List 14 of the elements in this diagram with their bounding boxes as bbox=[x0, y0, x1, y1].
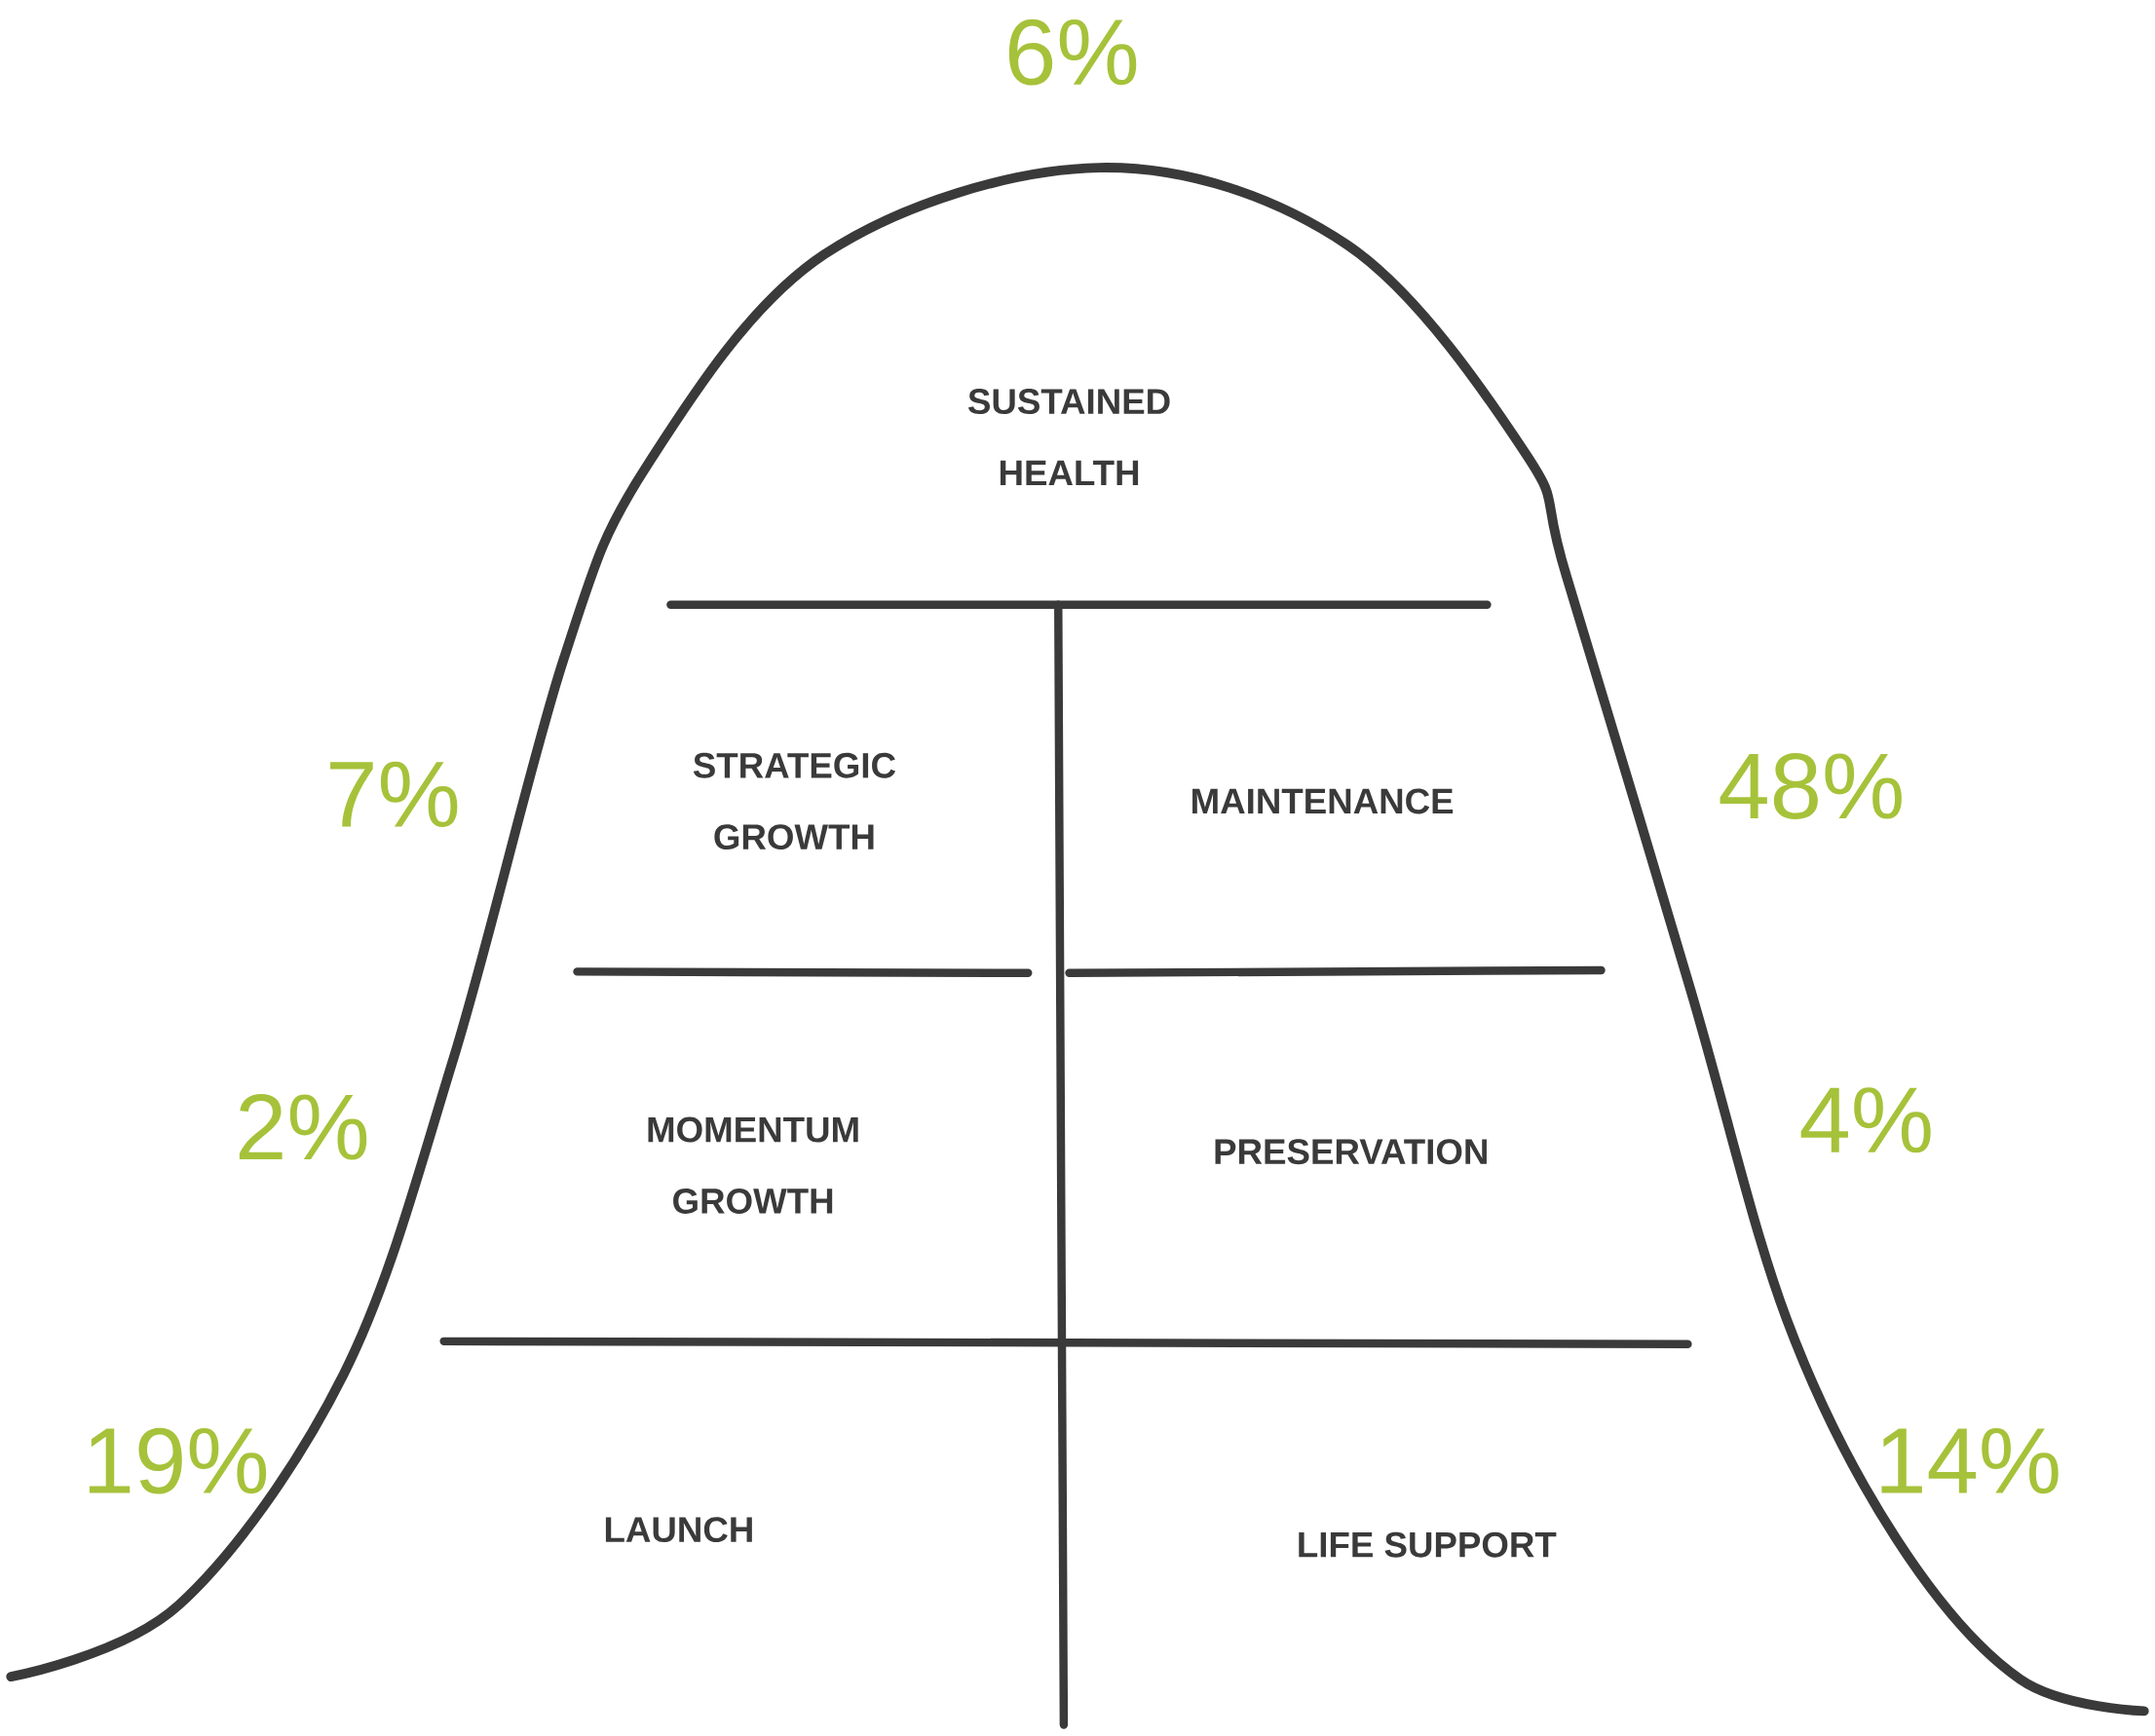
segment-label: MOMENTUM GROWTH bbox=[648, 1116, 858, 1215]
segment-label: PRESERVATION bbox=[1215, 1139, 1487, 1165]
segment-label: MAINTENANCE bbox=[1192, 788, 1454, 814]
segment-label: LIFE SUPPORT bbox=[1299, 1531, 1557, 1558]
segment-label: STRATEGIC GROWTH bbox=[693, 752, 896, 850]
segment-label: LAUNCH bbox=[605, 1517, 752, 1543]
percentage-label: 4% bbox=[1800, 1087, 1931, 1153]
percentage-label: 6% bbox=[1008, 19, 1137, 86]
percentage-label: 14% bbox=[1881, 1428, 2059, 1494]
percentage-label: 19% bbox=[89, 1427, 267, 1494]
segment-label: SUSTAINED HEALTH bbox=[968, 389, 1170, 486]
percentage-label: 2% bbox=[239, 1094, 367, 1160]
percentage-label: 48% bbox=[1720, 753, 1902, 819]
percentage-label: 7% bbox=[330, 762, 458, 828]
